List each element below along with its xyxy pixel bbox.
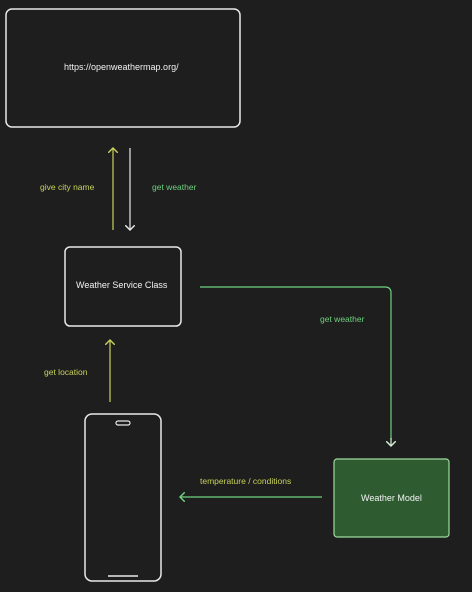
get-location-label: get location [44, 367, 88, 377]
model-node-label: Weather Model [361, 493, 422, 503]
temperature-conditions-label: temperature / conditions [200, 476, 292, 486]
service-node-box [64, 246, 182, 327]
api-node-label: https://openweathermap.org/ [64, 62, 179, 72]
api-node-box [5, 8, 241, 128]
phone-icon [84, 413, 162, 582]
get-weather-model-label: get weather [320, 314, 365, 324]
give-city-name-label: give city name [40, 182, 95, 192]
model-node-box [333, 458, 450, 538]
get-weather-api-label: get weather [152, 182, 197, 192]
service-node-label: Weather Service Class [76, 280, 168, 290]
get-weather-model-path [200, 286, 392, 440]
